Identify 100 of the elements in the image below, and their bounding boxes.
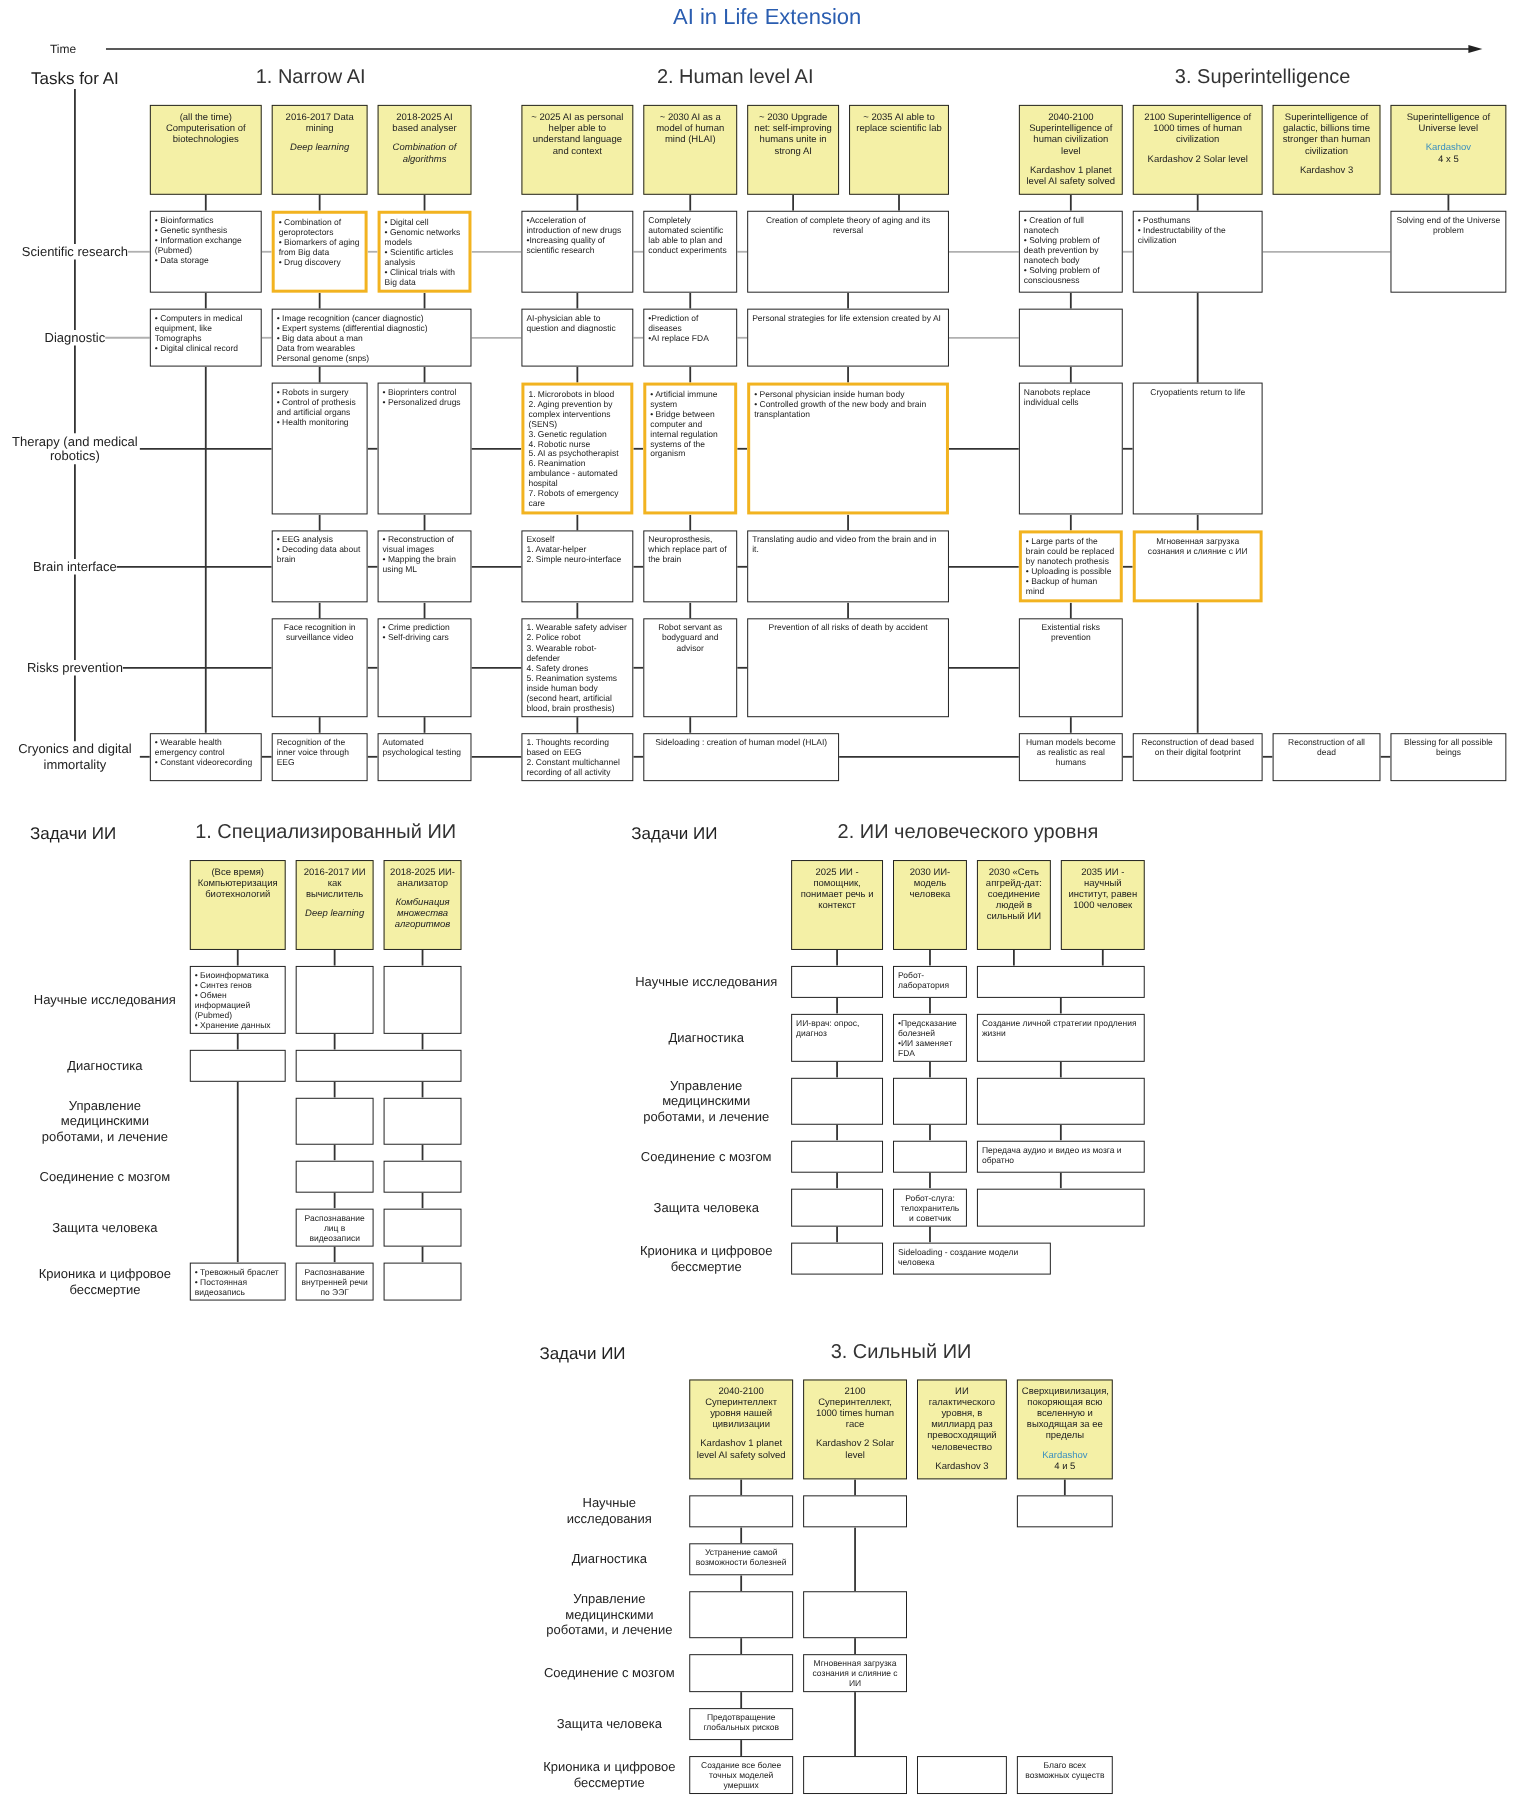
highlighted-task-box	[521, 382, 634, 515]
connector-line	[854, 1637, 856, 1655]
task-box	[521, 308, 634, 367]
connector-line	[736, 565, 749, 568]
task-box	[377, 618, 472, 717]
connector-line	[632, 447, 645, 450]
task-box	[1016, 1755, 1113, 1794]
connector-line	[1059, 1123, 1062, 1142]
connector-line	[204, 365, 207, 734]
connector-line	[333, 1245, 336, 1264]
connector-line	[366, 755, 379, 758]
task-box	[976, 1188, 1145, 1227]
connector-line	[689, 601, 692, 620]
column-heading: Задачи ИИ	[631, 823, 718, 844]
connector-line	[1069, 291, 1072, 310]
task-box	[1018, 618, 1123, 717]
connector-line	[318, 365, 321, 384]
task-box	[149, 210, 262, 293]
task-box	[893, 1242, 1051, 1275]
connector-line	[122, 666, 273, 669]
task-box	[1016, 1495, 1113, 1528]
task-box	[383, 1160, 462, 1193]
task-box	[377, 530, 472, 603]
task-box	[149, 308, 262, 367]
task-box	[747, 530, 949, 603]
task-box	[149, 732, 262, 781]
connector-line	[632, 666, 645, 669]
connector-line	[847, 601, 849, 620]
connector-line	[333, 1143, 336, 1162]
stage-box	[747, 104, 840, 195]
connector-line	[689, 365, 692, 384]
connector-line	[1063, 1478, 1066, 1497]
task-box	[643, 210, 738, 293]
section-heading: 3. Сильный ИИ	[830, 1340, 972, 1364]
connector-line	[740, 1637, 743, 1655]
task-box	[521, 618, 634, 717]
connector-line	[366, 250, 379, 253]
connector-line	[632, 565, 645, 568]
connector-line	[104, 336, 151, 339]
connector-line	[1196, 291, 1199, 384]
task-box	[803, 1591, 907, 1639]
connector-line	[1069, 513, 1072, 532]
stage-box	[1390, 104, 1507, 195]
connector-line	[576, 715, 579, 734]
connector-line	[836, 1225, 838, 1244]
task-box	[1390, 732, 1507, 781]
connector-line	[1121, 755, 1134, 758]
task-box	[976, 1013, 1145, 1062]
connector-line	[1121, 447, 1134, 450]
connector-line	[74, 258, 76, 331]
task-box	[803, 1755, 907, 1794]
connector-line	[632, 755, 645, 758]
connector-line	[1121, 250, 1134, 253]
connector-line	[236, 948, 239, 967]
stage-box	[791, 859, 884, 950]
connector-line	[260, 336, 273, 339]
stage-box	[643, 104, 738, 195]
task-box	[803, 1654, 907, 1693]
connector-line	[792, 193, 795, 212]
connector-line	[836, 1123, 838, 1142]
task-box	[295, 965, 374, 1034]
connector-line	[260, 250, 273, 253]
connector-line	[740, 1574, 743, 1593]
connector-line	[366, 666, 379, 669]
task-box	[377, 732, 472, 781]
task-box	[295, 1160, 374, 1193]
connector-line	[1059, 1060, 1062, 1079]
highlighted-task-box	[1132, 530, 1263, 603]
stage-box	[383, 859, 462, 950]
connector-line	[576, 365, 579, 384]
connector-line	[948, 565, 1020, 568]
connector-line	[1069, 365, 1072, 384]
task-box	[295, 1097, 374, 1145]
stage-box	[189, 859, 286, 950]
connector-line	[470, 250, 523, 253]
connector-line	[127, 250, 151, 253]
stage-box	[893, 859, 967, 950]
task-box	[689, 1543, 794, 1576]
task-box	[893, 965, 967, 998]
task-box	[689, 1755, 794, 1794]
connector-line	[1069, 715, 1072, 734]
connector-line	[333, 948, 336, 967]
highlighted-task-box	[271, 210, 368, 293]
connector-line	[1121, 565, 1134, 568]
connector-line	[260, 755, 273, 758]
connector-line	[689, 193, 692, 212]
section-heading: 2. ИИ человеческого уровня	[837, 820, 1099, 844]
connector-line	[847, 513, 849, 532]
connector-line	[898, 193, 900, 212]
task-box	[295, 1208, 374, 1247]
task-box	[1018, 308, 1123, 367]
connector-line	[736, 666, 749, 669]
connector-line	[740, 1478, 743, 1497]
task-box	[1018, 732, 1123, 781]
connector-line	[576, 601, 579, 620]
connector-line	[1101, 948, 1104, 967]
connector-line	[236, 1032, 239, 1051]
section-heading: 1. Специализированный ИИ	[195, 820, 457, 844]
task-box	[689, 1591, 794, 1639]
task-box	[791, 965, 884, 998]
